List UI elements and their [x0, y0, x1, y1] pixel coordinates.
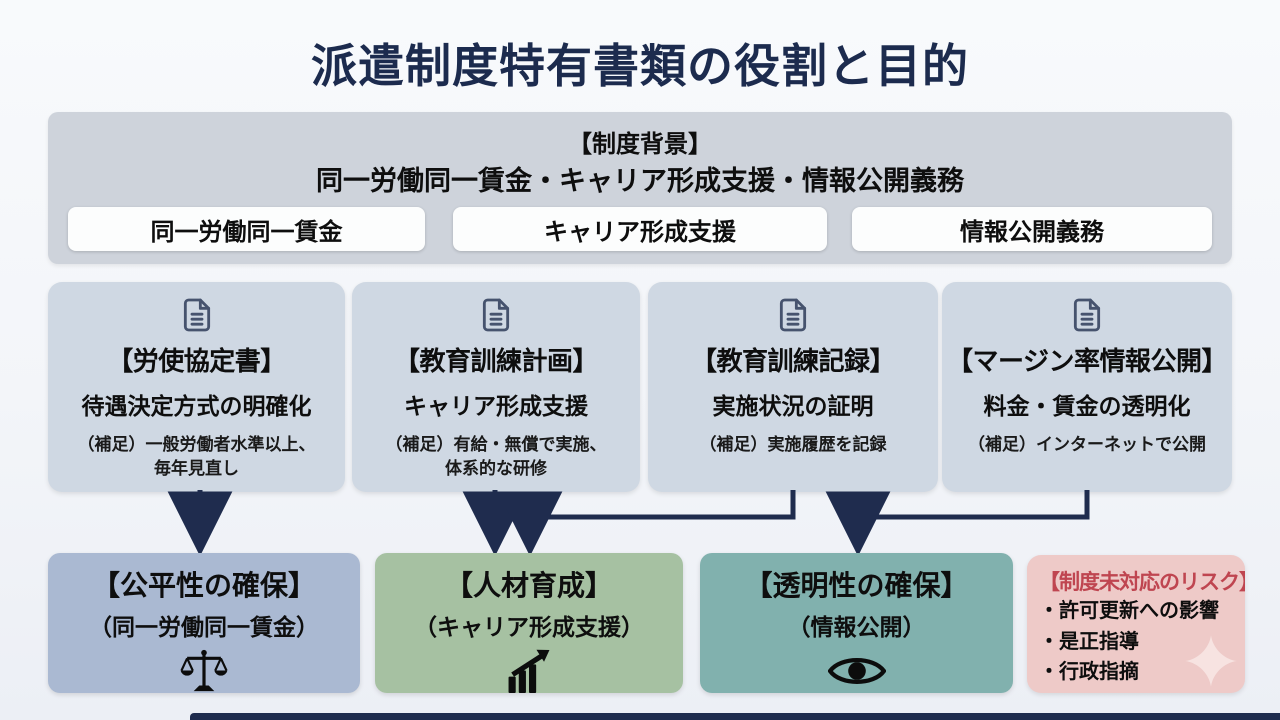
background-section: 【制度背景】 同一労働同一賃金・キャリア形成支援・情報公開義務 同一労働同一賃金…	[48, 112, 1232, 264]
arrow-record-to-development	[497, 490, 796, 557]
background-pill-career-support: キャリア形成支援	[453, 207, 827, 251]
risk-title: 【制度未対応のリスク】	[1039, 571, 1245, 594]
document-icon	[1073, 298, 1101, 332]
bottom-edge-bar	[190, 713, 1280, 720]
risk-item: ・是正指導	[1039, 630, 1139, 653]
background-pill-disclosure: 情報公開義務	[852, 207, 1212, 251]
outcome-title: 【人材育成】	[444, 570, 613, 601]
document-icon	[482, 298, 510, 332]
document-box-labor-agreement: 【労使協定書】 待遇決定方式の明確化 （補足）一般労働者水準以上、 毎年見直し	[48, 282, 345, 492]
outcome-box-talent-development: 【人材育成】 （キャリア形成支援）	[375, 553, 683, 693]
growth-chart-icon	[508, 649, 550, 693]
outcome-title: 【透明性の確保】	[744, 570, 969, 601]
document-subtitle: キャリア形成支援	[404, 393, 588, 419]
outcome-box-transparency: 【透明性の確保】 （情報公開）	[700, 553, 1013, 693]
outcome-title: 【公平性の確保】	[91, 570, 316, 601]
arrow-margin-to-transparency	[825, 490, 1090, 557]
risk-box: 【制度未対応のリスク】 ・許可更新への影響 ・是正指導 ・行政指摘	[1027, 555, 1245, 693]
page-title: 派遣制度特有書類の役割と目的	[311, 40, 969, 92]
document-title: 【教育訓練記録】	[690, 346, 896, 376]
document-note: （補足）有給・無償で実施、 体系的な研修	[385, 435, 607, 478]
outcome-subtitle: （同一労働同一賃金）	[89, 614, 319, 640]
document-title: 【教育訓練計画】	[393, 346, 599, 376]
risk-item: ・行政指摘	[1039, 661, 1139, 684]
document-icon	[183, 298, 210, 332]
background-subheading: 同一労働同一賃金・キャリア形成支援・情報公開義務	[316, 166, 964, 196]
document-note: （補足）実施履歴を記録	[699, 435, 887, 454]
document-box-training-record: 【教育訓練記録】 実施状況の証明 （補足）実施履歴を記録	[648, 282, 938, 492]
document-box-training-plan: 【教育訓練計画】 キャリア形成支援 （補足）有給・無償で実施、 体系的な研修	[352, 282, 640, 492]
document-box-margin-disclosure: 【マージン率情報公開】 料金・賃金の透明化 （補足）インターネットで公開	[942, 282, 1232, 492]
document-subtitle: 料金・賃金の透明化	[983, 393, 1191, 419]
background-heading: 【制度背景】	[568, 131, 712, 158]
scales-icon	[180, 649, 228, 692]
document-title: 【労使協定書】	[107, 346, 286, 376]
outcome-subtitle: （キャリア形成支援）	[414, 614, 644, 640]
sparkle-icon	[1185, 635, 1237, 687]
background-pill-equal-pay: 同一労働同一賃金	[68, 207, 425, 251]
eye-icon	[827, 658, 886, 684]
document-subtitle: 待遇決定方式の明確化	[81, 393, 312, 419]
document-subtitle: 実施状況の証明	[712, 393, 874, 419]
outcome-box-fairness: 【公平性の確保】 （同一労働同一賃金）	[48, 553, 360, 693]
document-title: 【マージン率情報公開】	[947, 346, 1227, 376]
document-note: （補足）インターネットで公開	[968, 435, 1206, 454]
outcome-subtitle: （情報公開）	[787, 614, 926, 640]
document-note: （補足）一般労働者水準以上、 毎年見直し	[77, 435, 316, 478]
document-icon	[779, 298, 807, 332]
risk-item: ・許可更新への影響	[1039, 600, 1219, 622]
